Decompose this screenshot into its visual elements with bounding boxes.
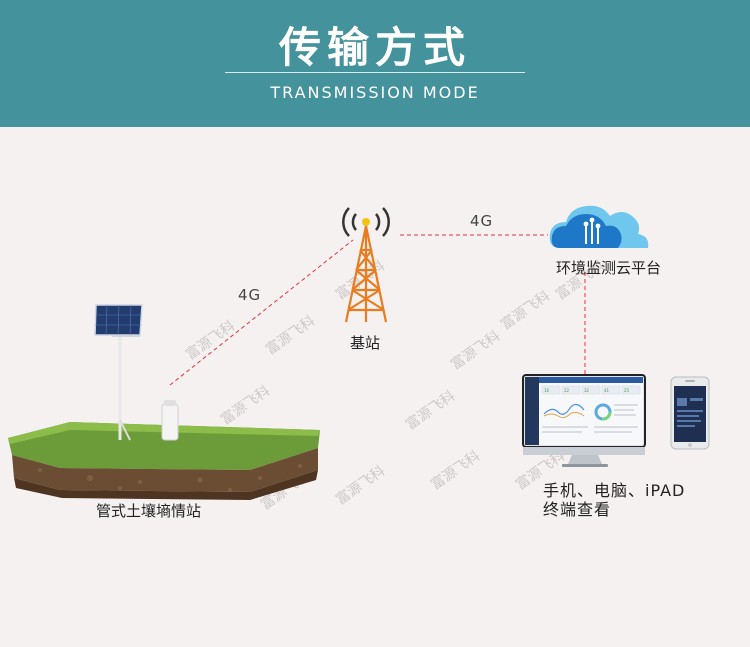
watermark-text: 富源飞科 [428, 447, 484, 493]
page-subtitle: TRANSMISSION MODE [270, 83, 480, 102]
monitor-card-value: 16 [544, 388, 550, 393]
cloud-icon [549, 205, 649, 248]
watermark-text: 富源飞科 [498, 287, 554, 333]
smartphone-icon [670, 376, 710, 450]
title-divider [225, 72, 525, 73]
watermark-text: 富源飞科 [448, 327, 504, 373]
monitor-card-value: 22 [564, 388, 570, 393]
watermark-text: 富源飞科 [218, 382, 274, 428]
page-title: 传输方式 [278, 23, 471, 72]
watermark-text: 富源飞科 [403, 387, 459, 433]
terminal-label-line2: 终端查看 [543, 500, 612, 519]
tower-beacon [362, 218, 370, 226]
soil-block [8, 422, 320, 500]
base-station-label: 基站 [350, 334, 381, 352]
monitor-icon: 16 22 32 41 25 [522, 374, 646, 467]
monitor-card-value: 25 [624, 388, 630, 393]
header-banner: 传输方式 TRANSMISSION MODE [0, 0, 750, 127]
watermark-text: 富源飞科 [183, 317, 239, 363]
link-station-tower [169, 239, 354, 386]
monitor-card-value: 41 [604, 388, 610, 393]
monitor-card-value: 32 [584, 388, 590, 393]
soil-tube-sensor-icon [161, 400, 179, 441]
cloud-platform-label: 环境监测云平台 [556, 259, 662, 277]
link-label-station-tower: 4G [238, 286, 262, 304]
radio-tower-icon [344, 225, 388, 323]
watermark-text: 富源飞科 [263, 312, 319, 358]
solar-panel-icon [94, 304, 143, 441]
watermark-text: 富源飞科 [333, 462, 389, 508]
soil-station-label: 管式土壤墒情站 [96, 502, 202, 520]
signal-waves-icon [342, 207, 390, 237]
link-label-tower-cloud: 4G [470, 212, 494, 230]
terminal-label-line1: 手机、电脑、iPAD [543, 481, 686, 500]
